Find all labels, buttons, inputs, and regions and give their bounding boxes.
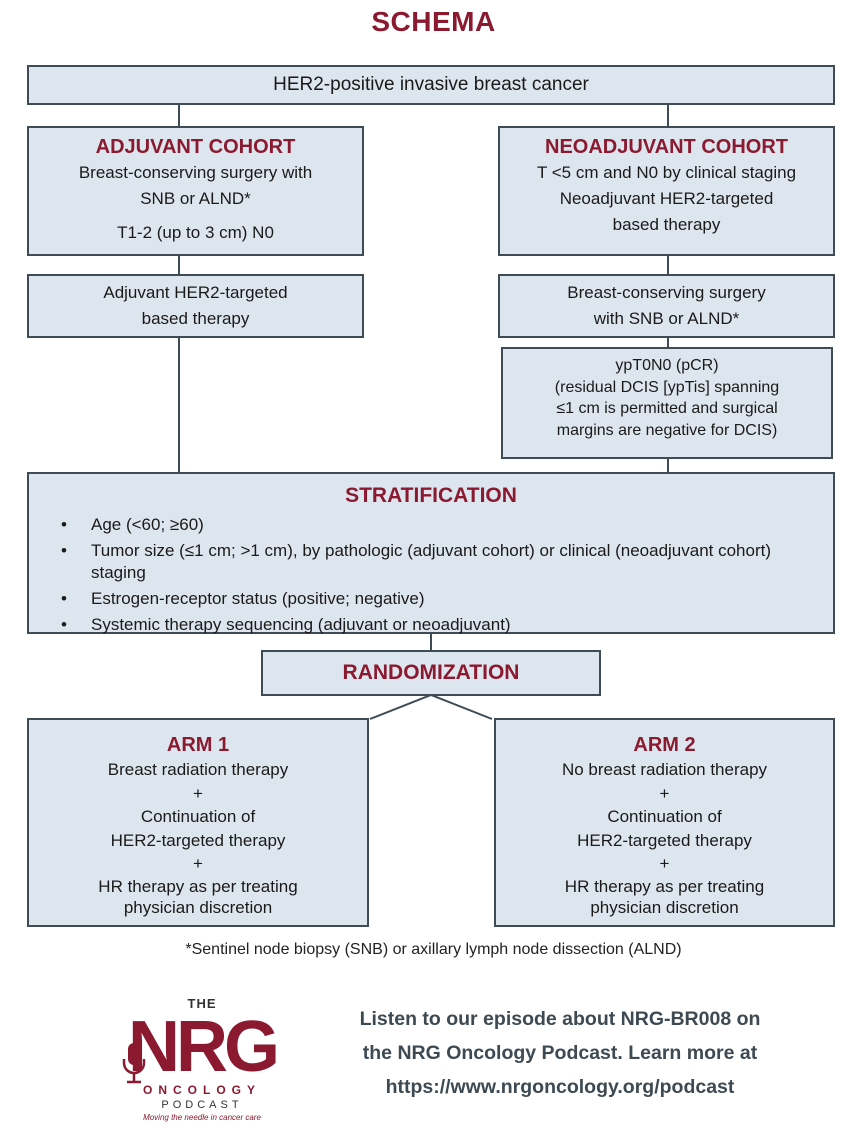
stratification-list: • Age (<60; ≥60) • Tumor size (≤1 cm; >1 c… xyxy=(29,514,833,636)
stratification-item-text: Systemic therapy sequencing (adjuvant or… xyxy=(91,615,511,634)
logo-oncology-text: ONCOLOGY xyxy=(142,1083,261,1097)
bullet: • xyxy=(61,515,67,534)
arm-1-line: + xyxy=(193,854,203,873)
connector-surgery-pcr xyxy=(667,337,669,349)
neoadjuvant-cohort-box: NEOADJUVANT COHORT T <5 cm and N0 by cli… xyxy=(498,126,835,256)
connector-therapy-stratification xyxy=(178,337,180,473)
microphone-icon xyxy=(122,1043,146,1084)
adjuvant-line: SNB or ALND* xyxy=(140,189,251,208)
pcr-line: (residual DCIS [ypTis] spanning xyxy=(554,378,780,396)
connector-adjuvant-therapy xyxy=(178,255,180,275)
bullet: • xyxy=(61,589,67,608)
adjuvant-line: T1-2 (up to 3 cm) N0 xyxy=(117,223,274,242)
population-text: HER2-positive invasive breast cancer xyxy=(273,74,589,95)
arm-2-line: HR therapy as per treating xyxy=(564,876,765,896)
logo-tagline: Moving the needle in cancer care xyxy=(143,1113,261,1122)
neoadjuvant-surgery-line: Breast-conserving surgery xyxy=(567,283,766,302)
adjuvant-therapy-line: based therapy xyxy=(141,309,250,328)
logo-podcast-text: PODCAST xyxy=(161,1099,243,1111)
neoadjuvant-cohort-heading: NEOADJUVANT COHORT xyxy=(545,136,788,158)
promo-line: the NRG Oncology Podcast. Learn more at xyxy=(362,1042,758,1064)
arm-2-line: No breast radiation therapy xyxy=(561,760,768,779)
stratification-item: • Estrogen-receptor status (positive; neg… xyxy=(29,588,833,610)
neoadjuvant-line: T <5 cm and N0 by clinical staging xyxy=(536,163,797,182)
logo-the-text: THE xyxy=(187,996,217,1011)
randomization-box: RANDOMIZATION xyxy=(261,650,601,696)
arm-1-line: physician discretion xyxy=(123,897,273,917)
stratification-item: • Tumor size (≤1 cm; >1 cm), by pathologi… xyxy=(29,540,833,584)
arm-1-line: Breast radiation therapy xyxy=(107,760,289,779)
stratification-box: STRATIFICATION • Age (<60; ≥60) • Tumor si… xyxy=(27,472,835,634)
adjuvant-cohort-heading: ADJUVANT COHORT xyxy=(95,136,296,158)
arm-1-line: HR therapy as per treating xyxy=(98,876,298,896)
pcr-line: ypT0N0 (pCR) xyxy=(615,357,719,374)
neoadjuvant-line: Neoadjuvant HER2-targeted xyxy=(559,189,774,208)
neoadjuvant-surgery-line: with SNB or ALND* xyxy=(593,309,740,328)
connector-stratification-randomization xyxy=(430,633,432,651)
bullet: • xyxy=(61,541,67,560)
arm-2-heading: ARM 2 xyxy=(633,734,696,756)
adjuvant-line: Breast-conserving surgery with xyxy=(78,163,313,182)
footnote: *Sentinel node biopsy (SNB) or axillary … xyxy=(185,941,682,958)
stratification-item: • Age (<60; ≥60) xyxy=(29,514,833,536)
bullet: • xyxy=(61,615,67,634)
arm-1-box: ARM 1 Breast radiation therapy + Continu… xyxy=(27,718,369,927)
connector-pcr-stratification xyxy=(667,458,669,473)
neoadjuvant-line: based therapy xyxy=(612,215,721,234)
stratification-heading: STRATIFICATION xyxy=(345,484,517,507)
pcr-line: margins are negative for DCIS) xyxy=(556,421,778,439)
logo-nrg-text: NRG xyxy=(128,1007,280,1087)
connector-top-adjuvant xyxy=(178,103,180,127)
arm-2-line: + xyxy=(659,854,670,873)
connector-neoadjuvant-surgery xyxy=(667,255,669,275)
connector-top-neoadjuvant xyxy=(667,103,669,127)
pcr-line: ≤1 cm is permitted and surgical xyxy=(556,400,778,417)
adjuvant-cohort-box: ADJUVANT COHORT Breast-conserving surger… xyxy=(27,126,364,256)
stratification-item-text: Tumor size (≤1 cm; >1 cm), by pathologic… xyxy=(91,541,772,582)
randomization-label: RANDOMIZATION xyxy=(342,661,520,684)
arm-1-heading: ARM 1 xyxy=(166,734,230,756)
neoadjuvant-surgery-box: Breast-conserving surgery with SNB or AL… xyxy=(498,274,835,338)
stratification-item: • Systemic therapy sequencing (adjuvant o… xyxy=(29,614,833,636)
podcast-promo: Listen to our episode about NRG-BR008 on… xyxy=(300,1002,820,1104)
stratification-item-text: Age (<60; ≥60) xyxy=(91,515,204,534)
arm-1-line: HER2-targeted therapy xyxy=(110,830,286,850)
stratification-item-text: Estrogen-receptor status (positive; nega… xyxy=(91,589,425,608)
arm-2-box: ARM 2 No breast radiation therapy + Cont… xyxy=(494,718,835,927)
arm-2-line: physician discretion xyxy=(590,897,739,917)
page-title: SCHEMA xyxy=(371,6,496,37)
adjuvant-therapy-line: Adjuvant HER2-targeted xyxy=(103,283,288,302)
nrg-podcast-logo: THE NRG ONCOLOGY PODCAST Moving the need… xyxy=(112,996,292,1131)
pcr-box: ypT0N0 (pCR) (residual DCIS [ypTis] span… xyxy=(501,347,833,459)
arm-2-line: Continuation of xyxy=(607,807,722,826)
promo-line: Listen to our episode about NRG-BR008 on xyxy=(359,1008,761,1030)
population-box: HER2-positive invasive breast cancer xyxy=(27,65,835,105)
arm-1-line: + xyxy=(193,783,203,803)
arm-1-line: Continuation of xyxy=(140,807,256,826)
promo-link[interactable]: https://www.nrgoncology.org/podcast xyxy=(385,1076,735,1098)
arm-2-line: + xyxy=(659,783,670,803)
logo-wordmark: NRG xyxy=(112,1007,292,1087)
adjuvant-therapy-box: Adjuvant HER2-targeted based therapy xyxy=(27,274,364,338)
arm-2-line: HER2-targeted therapy xyxy=(577,830,752,850)
